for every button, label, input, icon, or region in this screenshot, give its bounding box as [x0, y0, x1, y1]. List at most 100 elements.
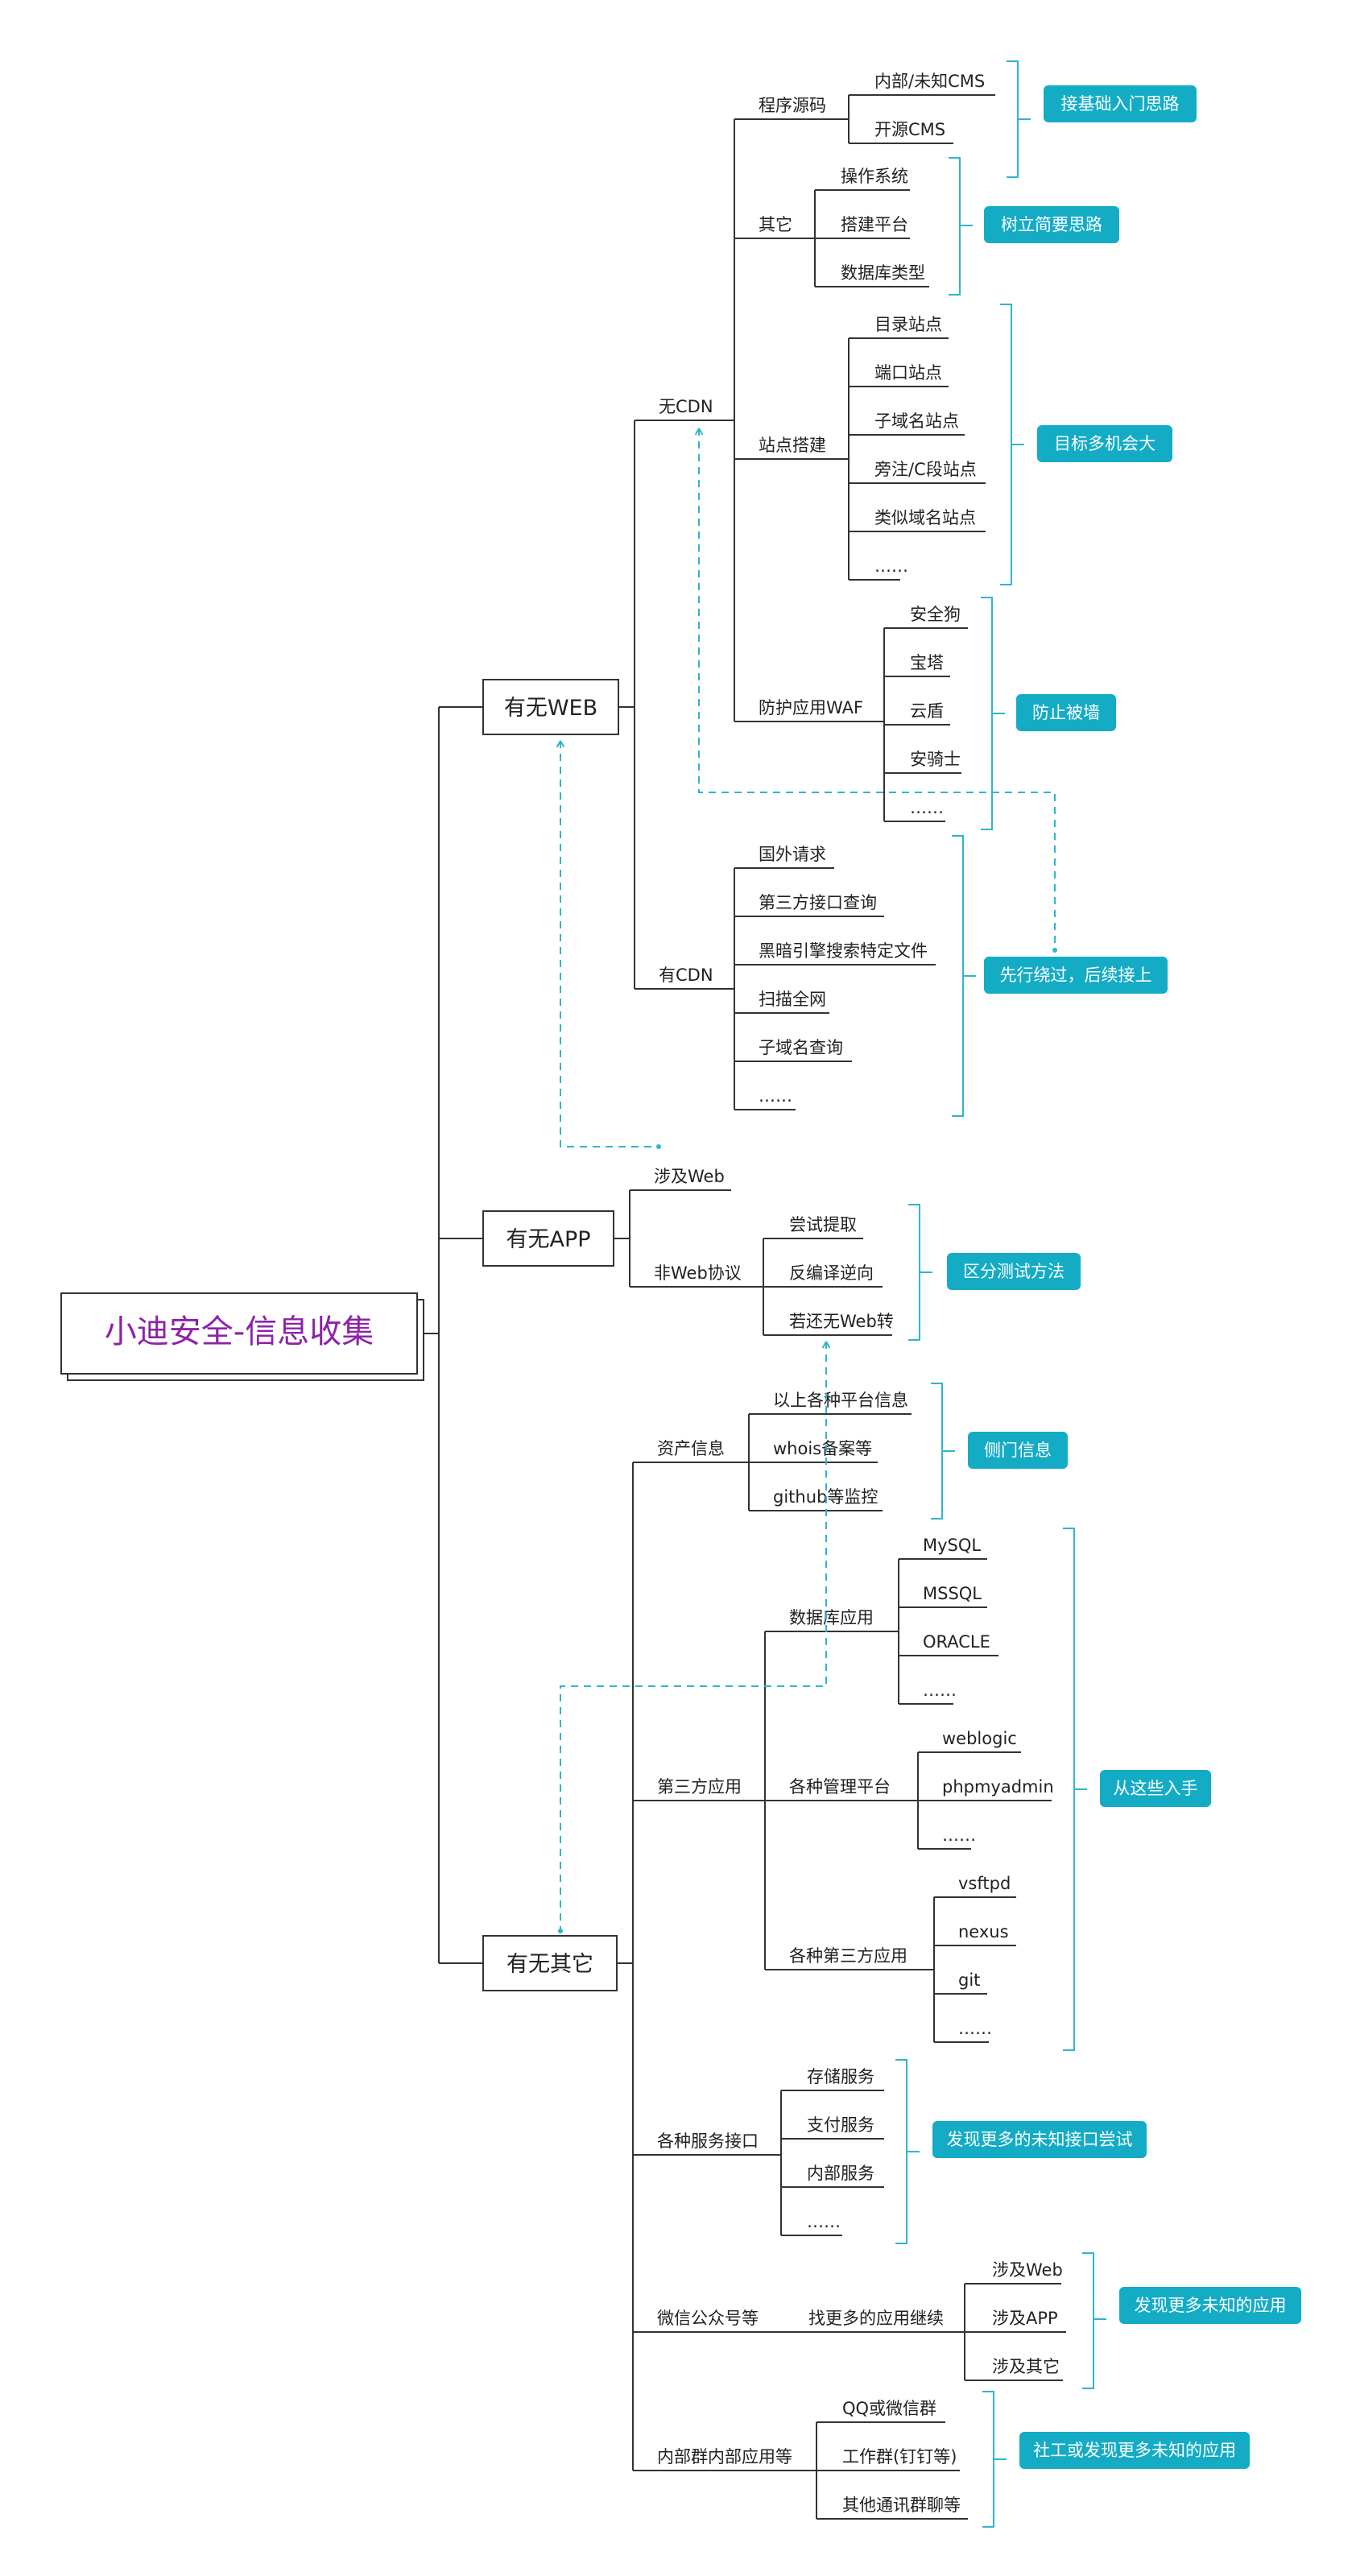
tag-source: 接基础入门思路 [1044, 85, 1197, 122]
list-item: 端口站点 [874, 363, 942, 382]
list-item: 存储服务 [807, 2067, 874, 2086]
list-item: whois备案等 [773, 1439, 872, 1458]
other-thirdapp: 各种第三方应用 [789, 1946, 907, 1966]
node-other[interactable]: 有无其它 [482, 1935, 618, 1991]
tag-app: 区分测试方法 [947, 1253, 1081, 1290]
other-service: 各种服务接口 [657, 2132, 759, 2151]
list-item: 内部/未知CMS [874, 72, 985, 91]
app-web: 涉及Web [654, 1167, 725, 1186]
node-app[interactable]: 有无APP [482, 1210, 614, 1267]
web-misc: 其它 [759, 215, 792, 234]
list-item: 黑暗引擎搜索特定文件 [759, 941, 928, 961]
svg-text:树立简要思路: 树立简要思路 [1001, 215, 1102, 234]
tag-cdn: 先行绕过，后续接上 [984, 957, 1168, 994]
list-item: 以上各种平台信息 [773, 1391, 908, 1410]
web-brackets [949, 60, 1031, 1117]
svg-text:发现更多未知的应用: 发现更多未知的应用 [1135, 2296, 1287, 2315]
list-item: 操作系统 [841, 167, 908, 186]
list-item: 尝试提取 [789, 1215, 857, 1234]
root-connectors [424, 706, 483, 1964]
list-item: …… [874, 556, 908, 576]
tag-misc: 树立简要思路 [984, 206, 1119, 243]
node-web[interactable]: 有无WEB [482, 679, 619, 735]
other-branch-lines [617, 1413, 1066, 2520]
svg-text:目标多机会大: 目标多机会大 [1054, 434, 1155, 453]
root-title: 小迪安全-信息收集 [105, 1313, 374, 1350]
tag-third: 从这些入手 [1100, 1770, 1211, 1807]
other-wechat-sub: 找更多的应用继续 [808, 2309, 944, 2328]
list-item: 扫描全网 [759, 990, 826, 1009]
list-item: QQ或微信群 [842, 2399, 936, 2418]
list-item: 类似域名站点 [874, 508, 976, 527]
list-item: git [958, 1970, 980, 1990]
list-item: 其他通讯群聊等 [842, 2495, 961, 2515]
web-no-cdn: 无CDN [659, 397, 713, 416]
app-bracket [908, 1204, 932, 1341]
list-item: 涉及Web [992, 2260, 1063, 2280]
list-item: 搭建平台 [841, 215, 908, 234]
node-web-label: 有无WEB [504, 696, 597, 721]
node-app-label: 有无APP [506, 1227, 590, 1252]
web-branch-lines [618, 94, 995, 1110]
list-item: 子域名站点 [874, 411, 959, 431]
web-has-cdn: 有CDN [659, 965, 713, 985]
list-item: …… [910, 798, 944, 817]
list-item: nexus [958, 1922, 1009, 1941]
list-item: phpmyadmin [942, 1777, 1054, 1797]
list-item: …… [942, 1826, 976, 1845]
svg-text:接基础入门思路: 接基础入门思路 [1061, 94, 1180, 114]
list-item: 安全狗 [910, 605, 961, 624]
list-item: 数据库类型 [841, 263, 925, 283]
svg-text:防止被墙: 防止被墙 [1032, 703, 1100, 722]
list-item: 国外请求 [759, 845, 826, 864]
tag-site: 目标多机会大 [1037, 425, 1172, 462]
svg-text:从这些入手: 从这些入手 [1114, 1779, 1198, 1798]
list-item: …… [807, 2212, 841, 2231]
tag-service: 发现更多的未知接口尝试 [932, 2121, 1147, 2158]
list-item: 支付服务 [807, 2115, 874, 2135]
other-third: 第三方应用 [657, 1777, 742, 1797]
other-asset: 资产信息 [657, 1439, 725, 1458]
list-item: vsftpd [958, 1874, 1011, 1893]
other-wechat: 微信公众号等 [657, 2309, 759, 2328]
tag-asset: 侧门信息 [968, 1432, 1068, 1469]
list-item: …… [923, 1681, 957, 1700]
svg-text:区分测试方法: 区分测试方法 [963, 1262, 1065, 1281]
svg-text:侧门信息: 侧门信息 [984, 1441, 1052, 1460]
tag-wechat: 发现更多未知的应用 [1119, 2287, 1301, 2324]
list-item: 涉及其它 [992, 2357, 1060, 2376]
list-item: 第三方接口查询 [759, 893, 877, 912]
other-mgmt: 各种管理平台 [789, 1777, 891, 1797]
list-item: 涉及APP [992, 2309, 1058, 2328]
list-item: 内部服务 [807, 2164, 874, 2183]
relation-lines [556, 428, 1057, 1933]
app-branch-lines [614, 1189, 892, 1336]
tag-group: 社工或发现更多未知的应用 [1019, 2432, 1250, 2469]
other-db: 数据库应用 [789, 1608, 874, 1627]
list-item: 目录站点 [874, 315, 942, 334]
tag-waf: 防止被墙 [1016, 694, 1116, 731]
list-item: 子域名查询 [759, 1038, 843, 1057]
list-item: 反编译逆向 [789, 1263, 874, 1283]
root-node[interactable]: 小迪安全-信息收集 [60, 1292, 424, 1381]
list-item: 工作群(钉钉等) [842, 2447, 957, 2466]
list-item: weblogic [942, 1729, 1017, 1748]
list-item: …… [759, 1086, 792, 1106]
list-item: 若还无Web转 [789, 1312, 894, 1331]
web-source: 程序源码 [759, 96, 826, 115]
app-nonweb: 非Web协议 [654, 1263, 742, 1283]
list-item: …… [958, 2019, 992, 2038]
web-waf: 防护应用WAF [759, 698, 863, 717]
list-item: MSSQL [923, 1584, 982, 1603]
list-item: 旁注/C段站点 [874, 460, 977, 479]
svg-text:社工或发现更多未知的应用: 社工或发现更多未知的应用 [1033, 2441, 1236, 2460]
svg-text:先行绕过，后续接上: 先行绕过，后续接上 [1000, 965, 1152, 985]
svg-text:发现更多的未知接口尝试: 发现更多的未知接口尝试 [947, 2130, 1133, 2149]
list-item: MySQL [923, 1536, 981, 1555]
other-brackets [895, 1383, 1106, 2528]
list-item: 开源CMS [874, 120, 945, 139]
list-item: 宝塔 [910, 653, 944, 672]
list-item: 安骑士 [910, 750, 961, 769]
list-item: 云盾 [910, 701, 944, 721]
